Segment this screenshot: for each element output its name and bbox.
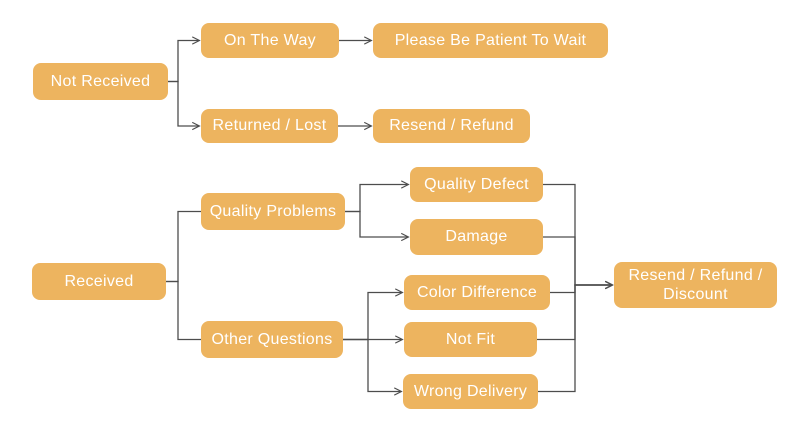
flow-node-label: Resend / Refund / Discount xyxy=(628,266,763,303)
flow-node-label: Not Received xyxy=(50,72,151,90)
flow-node-damage: Damage xyxy=(410,219,543,255)
flow-node-label: Color Difference xyxy=(416,283,538,301)
flow-node-not-received: Not Received xyxy=(33,63,168,100)
edge-not-received-to-returned-lost xyxy=(168,80,199,127)
edge-received-to-quality-problems xyxy=(166,210,201,283)
flow-node-color-difference: Color Difference xyxy=(404,275,550,310)
flow-node-not-fit: Not Fit xyxy=(404,322,537,357)
flow-node-label: Not Fit xyxy=(445,330,496,348)
edge-color-difference-to-resend-refund-discount xyxy=(550,285,612,294)
flow-node-other-questions: Other Questions xyxy=(201,321,343,358)
edge-quality-defect-to-resend-refund-discount xyxy=(543,183,612,286)
edge-quality-problems-to-damage xyxy=(345,210,408,238)
edge-wrong-delivery-to-resend-refund-discount xyxy=(538,285,612,393)
edge-damage-to-resend-refund-discount xyxy=(543,236,612,285)
flow-node-label: Wrong Delivery xyxy=(413,382,528,400)
flow-node-returned-lost: Returned / Lost xyxy=(201,109,338,143)
flow-node-resend-refund: Resend / Refund xyxy=(373,109,530,143)
flow-node-quality-defect: Quality Defect xyxy=(410,167,543,202)
flow-node-please-be-patient: Please Be Patient To Wait xyxy=(373,23,608,58)
flow-node-on-the-way: On The Way xyxy=(201,23,339,58)
flow-node-label: Resend / Refund xyxy=(389,117,514,135)
flow-node-wrong-delivery: Wrong Delivery xyxy=(403,374,538,409)
flow-node-label: Quality Defect xyxy=(424,175,529,193)
edge-received-to-other-questions xyxy=(166,280,201,341)
flow-node-label: Damage xyxy=(445,228,508,246)
flow-node-resend-refund-discount: Resend / Refund / Discount xyxy=(614,262,777,308)
flow-node-quality-problems: Quality Problems xyxy=(201,193,345,230)
flow-node-label: Other Questions xyxy=(211,330,333,348)
edge-not-received-to-on-the-way xyxy=(168,41,199,83)
flow-node-label: On The Way xyxy=(224,31,316,49)
flow-node-label: Quality Problems xyxy=(209,202,337,220)
edge-quality-problems-to-quality-defect xyxy=(345,185,408,213)
edge-other-questions-to-wrong-delivery xyxy=(343,338,401,392)
flow-node-label: Received xyxy=(64,272,134,290)
flow-node-label: Returned / Lost xyxy=(212,117,327,135)
edge-other-questions-to-color-difference xyxy=(343,293,402,341)
flow-node-received: Received xyxy=(32,263,166,300)
flow-node-label: Please Be Patient To Wait xyxy=(394,31,587,49)
